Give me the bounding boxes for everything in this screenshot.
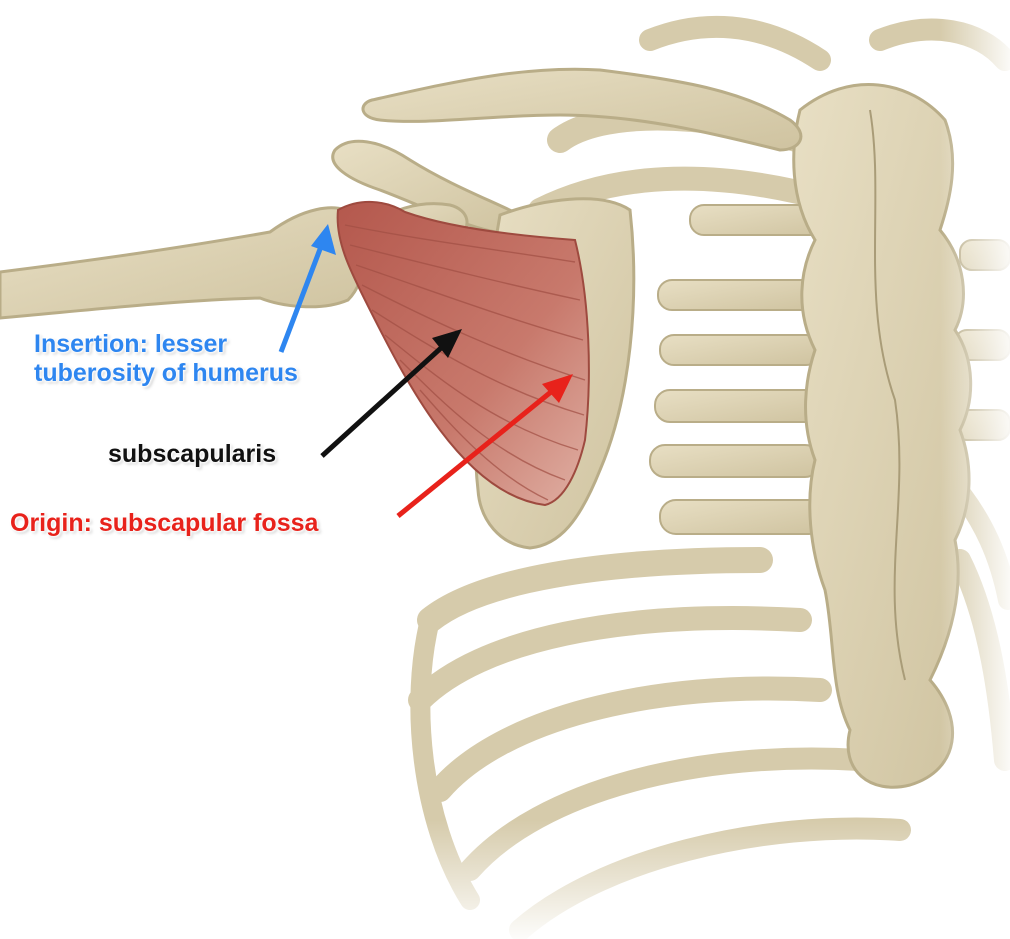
insertion-label-line2: tuberosity of humerus xyxy=(34,359,298,388)
origin-label: Origin: subscapular fossa xyxy=(10,509,318,538)
subscapularis-label: subscapularis xyxy=(108,440,276,469)
humerus xyxy=(0,208,365,318)
insertion-label: Insertion: lesser tuberosity of humerus xyxy=(34,330,298,388)
subscapularis-muscle xyxy=(338,202,589,505)
insertion-label-line1: Insertion: lesser xyxy=(34,330,298,359)
